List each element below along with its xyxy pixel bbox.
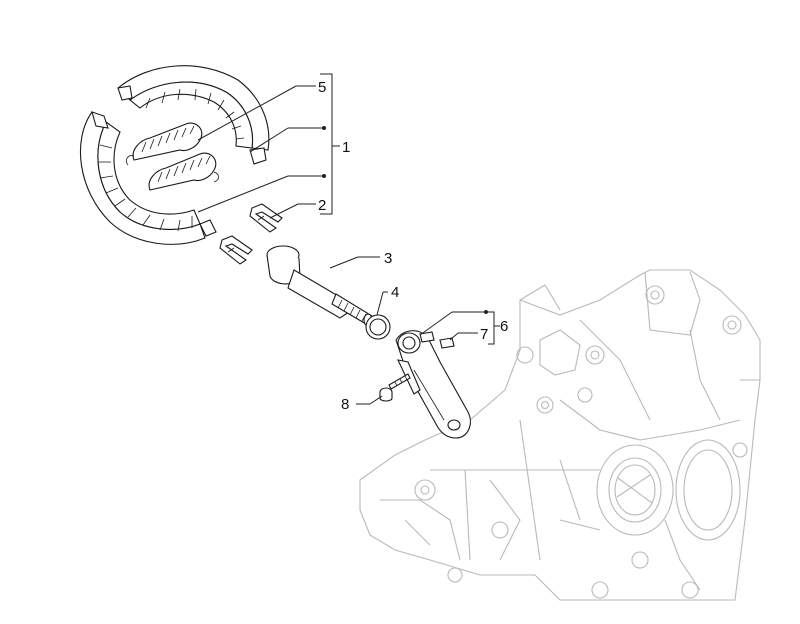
seal-ring-icon (365, 314, 391, 340)
callout-8: 8 (341, 396, 349, 413)
return-spring-icon (126, 122, 219, 191)
leader-lines (197, 73, 500, 405)
callout-7: 7 (480, 326, 488, 343)
callout-1: 1 (342, 139, 350, 156)
brake-lever-icon (395, 330, 471, 439)
callout-6: 6 (500, 318, 508, 335)
crankcase-housing-icon (359, 269, 761, 601)
brake-shoe-set-icon (79, 65, 270, 245)
callout-4: 4 (391, 284, 399, 301)
retaining-clip-icon (219, 203, 283, 265)
bolt-icon (379, 373, 411, 402)
callout-3: 3 (384, 250, 392, 267)
callout-2: 2 (318, 197, 326, 214)
callout-5: 5 (318, 79, 326, 96)
